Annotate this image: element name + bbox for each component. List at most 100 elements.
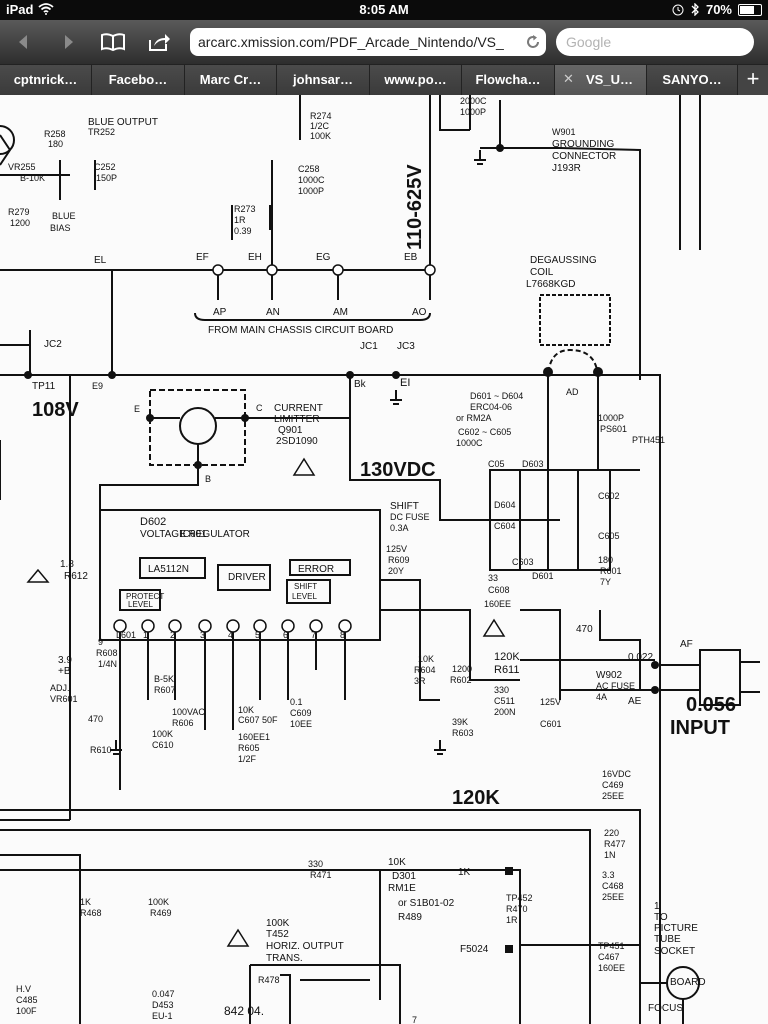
schematic-label: B	[205, 474, 212, 484]
schematic-label: D601	[532, 571, 554, 581]
schematic-label: or RM2A	[456, 413, 492, 423]
schematic-label: 125V	[386, 544, 408, 554]
schematic-label: R604	[414, 665, 436, 675]
schematic-label: C258	[298, 164, 320, 174]
bookmarks-button[interactable]	[96, 26, 130, 58]
tab-5[interactable]: Flowcha…	[462, 65, 555, 96]
schematic-label: TP451	[598, 941, 625, 951]
url-field[interactable]: arcarc.xmission.com/PDF_Arcade_Nintendo/…	[190, 28, 546, 56]
schematic-label: 2000C	[460, 96, 487, 106]
search-field[interactable]: Google	[556, 28, 754, 56]
schematic-label: 100K	[266, 918, 290, 929]
schematic-label: E9	[92, 381, 104, 391]
schematic-label: 50F	[262, 715, 278, 725]
schematic-label: PICTURE	[654, 923, 698, 934]
schematic-label: R489	[398, 912, 422, 923]
tab-1[interactable]: Facebo…	[92, 65, 185, 96]
schematic-label: L601	[116, 630, 137, 640]
schematic-label: FOCUS	[648, 1003, 683, 1014]
tab-0[interactable]: cptnrick…	[0, 65, 92, 96]
bookmarks-icon	[101, 33, 125, 52]
schematic-label: R605	[238, 743, 260, 753]
schematic-label: EL	[94, 255, 107, 266]
schematic-label: RM1E	[388, 883, 416, 894]
schematic-label: 1.8	[60, 559, 74, 570]
schematic-label: TP11	[32, 381, 56, 392]
schematic-label: E	[134, 404, 141, 414]
schematic-label: PROTECT	[126, 592, 165, 601]
tab-2[interactable]: Marc Cr…	[185, 65, 277, 96]
schematic-label: EH	[248, 252, 262, 263]
schematic-label: C608	[488, 585, 510, 595]
schematic-label: 7	[412, 1015, 418, 1024]
forward-icon	[65, 35, 73, 49]
schematic-label: 330	[308, 859, 324, 869]
share-button[interactable]	[142, 26, 176, 58]
schematic-label: IC601	[180, 529, 207, 540]
schematic-label: TO	[654, 912, 668, 923]
schematic-label: 0.047	[152, 989, 175, 999]
schematic-label: DRIVER	[228, 572, 266, 583]
schematic-label: ERC04-06	[470, 402, 513, 412]
schematic-label: C605	[598, 531, 620, 541]
schematic-label: 120K	[452, 787, 500, 809]
tab-bar: cptnrick…Facebo…Marc Cr… johnsar… www.po…F…	[0, 64, 768, 96]
schematic-label: AF	[680, 639, 693, 650]
schematic-label: C609	[290, 708, 312, 718]
schematic-label: C601	[540, 719, 562, 729]
schematic-label: D601 ~ D604	[470, 391, 524, 401]
schematic-label: 180	[598, 555, 614, 565]
schematic-label: R612	[64, 571, 88, 582]
schematic-label: 8	[340, 630, 346, 640]
schematic-label: C468	[602, 881, 624, 891]
schematic-label: PTH451	[632, 435, 666, 445]
status-right: 70%	[672, 2, 762, 17]
schematic-label: 5	[255, 630, 261, 640]
new-tab-icon[interactable]: +	[746, 66, 760, 91]
schematic-label: AD	[566, 387, 579, 397]
schematic-label: 4A	[596, 692, 608, 702]
schematic-label: JC1	[360, 341, 378, 352]
schematic-label: R469	[150, 908, 172, 918]
tab-label: johnsar…	[293, 72, 353, 87]
schematic-label: 150P	[96, 173, 118, 183]
schematic-label: R274	[310, 111, 332, 121]
battery-level	[740, 5, 754, 14]
reload-icon[interactable]	[524, 33, 542, 51]
schematic-label: +B	[58, 666, 71, 677]
schematic-label: AO	[412, 307, 427, 318]
schematic-label: 16VDC	[602, 769, 632, 779]
schematic-label: AM	[333, 307, 348, 318]
tab-7[interactable]: SANYO…	[647, 65, 738, 96]
schematic-label: 1	[654, 901, 660, 912]
schematic-label: W901	[552, 127, 576, 137]
tab-4[interactable]: www.po…	[370, 65, 462, 96]
schematic-label: D604	[494, 500, 516, 510]
schematic-label: BIAS	[50, 223, 71, 233]
tab-3[interactable]: johnsar…	[277, 65, 370, 96]
schematic-label: 10K	[418, 654, 435, 664]
schematic-label: BOARD	[670, 977, 706, 988]
schematic-label: 1/2C	[310, 121, 330, 131]
wifi-icon	[38, 3, 54, 15]
schematic-label: 470	[88, 714, 104, 724]
schematic-label: 220	[604, 828, 620, 838]
schematic-label: 25EE	[602, 791, 625, 801]
schematic-label: LEVEL	[128, 600, 153, 609]
schematic-label: C	[256, 403, 263, 413]
tab-6[interactable]: ✕ VS_U…	[555, 65, 647, 96]
tab-label: VS_U…	[586, 72, 633, 87]
forward-button[interactable]	[52, 26, 86, 58]
schematic-label: 1000C	[456, 438, 483, 448]
schematic-label: R603	[452, 728, 474, 738]
schematic-label: 39K	[452, 717, 469, 727]
back-icon	[19, 35, 27, 49]
close-tab-icon[interactable]: ✕	[563, 71, 574, 86]
schematic-label: R258	[44, 129, 66, 139]
schematic-label: 3.9	[58, 655, 72, 666]
schematic-label: 160EE	[598, 963, 626, 973]
schematic-label: 130VDC	[360, 459, 436, 481]
back-button[interactable]	[6, 26, 40, 58]
schematic-label: R478	[258, 975, 280, 985]
